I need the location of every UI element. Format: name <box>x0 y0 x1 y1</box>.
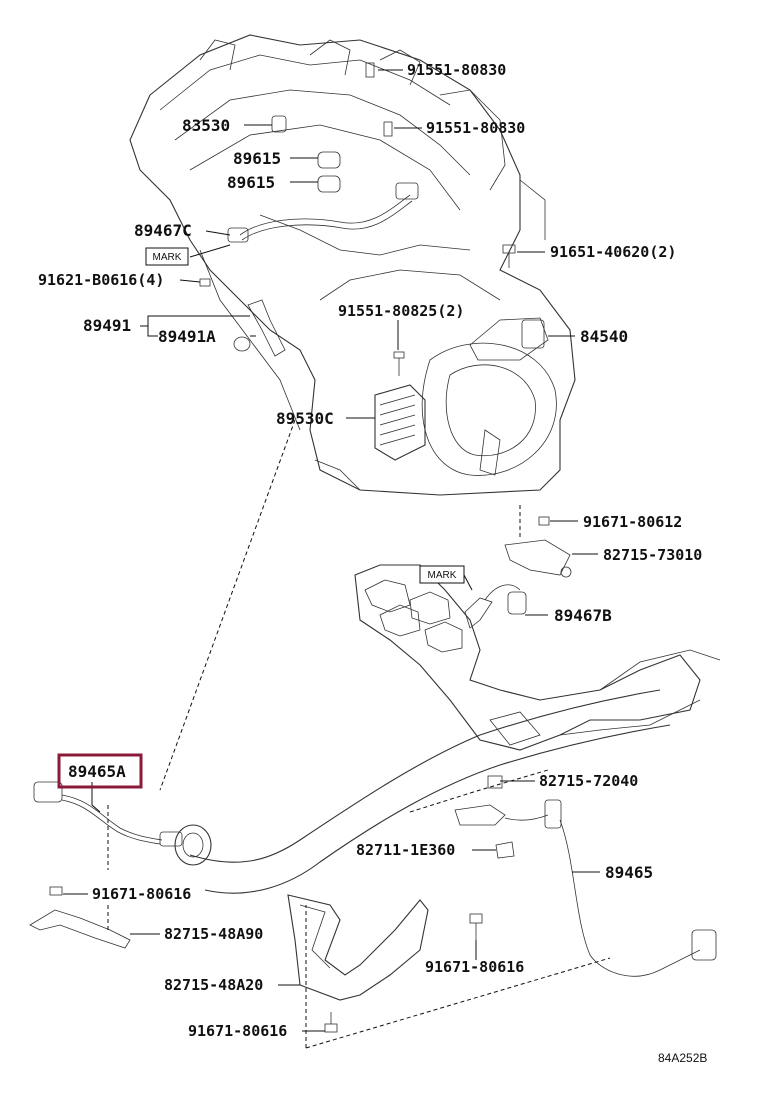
part-label-91551-80830-second[interactable]: 91551-80830 <box>426 119 525 137</box>
mark-box-top: MARK <box>145 247 189 266</box>
mark-label: MARK <box>428 570 457 581</box>
diagram-code: 84A252B <box>658 1051 707 1065</box>
sensor-89465 <box>287 775 717 1033</box>
part-label-91671-80616-right[interactable]: 91671-80616 <box>425 958 524 976</box>
part-label-91551-80830-top[interactable]: 91551-80830 <box>407 61 506 79</box>
part-label-82715-48A20[interactable]: 82715-48A20 <box>164 976 263 994</box>
highlight-box <box>57 753 143 789</box>
part-label-91671-80616-left[interactable]: 91671-80616 <box>92 885 191 903</box>
part-label-89465A[interactable]: 89465A <box>68 762 126 781</box>
part-label-91621-B0616[interactable]: 91621-B0616(4) <box>38 271 164 289</box>
part-label-82715-48A90[interactable]: 82715-48A90 <box>164 925 263 943</box>
part-label-91651-40620[interactable]: 91651-40620(2) <box>550 243 676 261</box>
part-label-89491A[interactable]: 89491A <box>158 327 216 346</box>
callout-dash-lines <box>107 419 611 1049</box>
exhaust-pipe <box>174 689 671 894</box>
mark-box-middle: MARK <box>419 565 473 591</box>
part-label-83530[interactable]: 83530 <box>182 116 230 135</box>
exhaust-manifold <box>354 516 721 751</box>
mark-label: MARK <box>153 252 182 263</box>
part-label-89465[interactable]: 89465 <box>605 863 653 882</box>
part-label-91671-80616-bottom[interactable]: 91671-80616 <box>188 1022 287 1040</box>
part-label-89467C[interactable]: 89467C <box>134 221 192 240</box>
part-label-89530C[interactable]: 89530C <box>276 409 334 428</box>
part-label-82711-1E360[interactable]: 82711-1E360 <box>356 841 455 859</box>
engine-block <box>129 34 576 496</box>
part-label-91671-80612[interactable]: 91671-80612 <box>583 513 682 531</box>
sensor-89465A <box>29 781 183 949</box>
part-label-82715-73010[interactable]: 82715-73010 <box>603 546 702 564</box>
part-label-89615-upper[interactable]: 89615 <box>233 149 281 168</box>
leader-lines <box>63 69 600 1032</box>
part-label-84540[interactable]: 84540 <box>580 327 628 346</box>
part-label-82715-72040[interactable]: 82715-72040 <box>539 772 638 790</box>
part-label-89615-lower[interactable]: 89615 <box>227 173 275 192</box>
part-label-89491[interactable]: 89491 <box>83 316 131 335</box>
part-labels: 91551-80830 91551-80830 83530 89615 8961… <box>38 61 702 1040</box>
part-label-89467B[interactable]: 89467B <box>554 606 612 625</box>
part-label-91551-80825[interactable]: 91551-80825(2) <box>338 302 464 320</box>
